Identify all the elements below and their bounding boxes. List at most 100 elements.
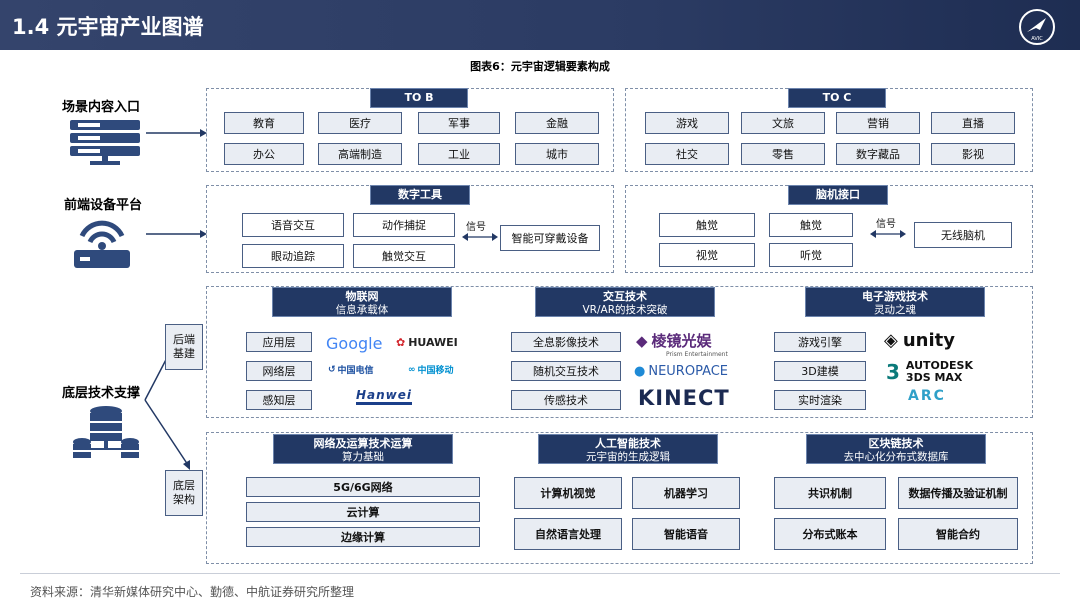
interaction-item: 传感技术	[511, 390, 621, 410]
blockchain-title: 区块链技术 去中心化分布式数据库	[806, 434, 986, 464]
iot-title-text: 物联网	[345, 290, 379, 303]
toc-item: 影视	[931, 143, 1015, 165]
mobile-text: 中国移动	[417, 366, 454, 376]
toc-item: 数字藏品	[836, 143, 920, 165]
tob-item: 医疗	[318, 112, 402, 134]
bci-item: 听觉	[769, 243, 853, 267]
bci-title: 脑机接口	[788, 185, 888, 205]
wearable-device: 智能可穿戴设备	[500, 225, 600, 251]
3dsmax-icon: 3	[886, 360, 900, 384]
network-item: 云计算	[246, 502, 480, 522]
ai-item: 自然语言处理	[514, 518, 622, 550]
blockchain-item: 共识机制	[774, 477, 886, 509]
avic-plane-logo-icon: AVIC	[1018, 8, 1056, 46]
database-icon	[72, 404, 140, 466]
mobile-knot-icon: ∞	[408, 364, 416, 375]
china-telecom-logo: ↺中国电信	[328, 363, 374, 377]
telecom-text: 中国电信	[337, 366, 374, 376]
figure-title: 图表6：元宇宙逻辑要素构成	[470, 60, 610, 73]
network-item: 5G/6G网络	[246, 477, 480, 497]
game-item: 实时渲染	[774, 390, 866, 410]
bci-item: 触觉	[659, 213, 755, 237]
tob-item: 办公	[224, 143, 304, 165]
ai-title: 人工智能技术 元宇宙的生成逻辑	[538, 434, 718, 464]
tob-item: 城市	[515, 143, 599, 165]
tob-item: 军事	[418, 112, 500, 134]
digital-tool-item: 动作捕捉	[353, 213, 455, 237]
tob-item: 金融	[515, 112, 599, 134]
double-arrow-icon	[462, 233, 498, 241]
unity-logo: ◈unity	[884, 330, 955, 351]
page-title: 1.4 元宇宙产业图谱	[12, 15, 204, 39]
header-bar	[0, 0, 1080, 50]
google-logo: Google	[326, 334, 382, 353]
toc-item: 社交	[645, 143, 729, 165]
huawei-logo: ✿HUAWEI	[396, 336, 458, 349]
prism-subtext: Prism Entertainment	[666, 351, 728, 358]
interaction-item: 全息影像技术	[511, 332, 621, 352]
backend-tag: 后端 基建	[165, 324, 203, 370]
bci-item: 视觉	[659, 243, 755, 267]
svg-text:AVIC: AVIC	[1031, 36, 1043, 42]
game-item: 游戏引擎	[774, 332, 866, 352]
source-note: 资料来源：清华新媒体研究中心、勤德、中航证券研究所整理	[30, 585, 355, 599]
tob-item: 教育	[224, 112, 304, 134]
iot-layer: 网络层	[246, 361, 312, 381]
blockchain-item: 智能合约	[898, 518, 1018, 550]
unity-text: unity	[902, 330, 955, 351]
blockchain-title-text: 区块链技术	[868, 437, 924, 450]
game-subtitle: 灵动之魂	[874, 303, 916, 316]
backend-box	[206, 286, 1033, 418]
tob-item: 高端制造	[318, 143, 402, 165]
interaction-title-text: 交互技术	[603, 290, 647, 303]
3dsmax-text: 3DS MAX	[905, 371, 963, 384]
blockchain-subtitle: 去中心化分布式数据库	[843, 450, 949, 463]
footer-divider	[20, 573, 1060, 574]
google-text: Google	[326, 334, 383, 353]
interaction-title: 交互技术 VR/AR的技术突破	[535, 287, 715, 317]
ai-subtitle: 元宇宙的生成逻辑	[586, 450, 670, 463]
digital-tool-item: 语音交互	[242, 213, 344, 237]
digital-signal-label: 信号	[466, 222, 486, 233]
hanwei-text: Hanwei	[356, 388, 413, 402]
unity-cube-icon: ◈	[884, 330, 898, 351]
tob-item: 工业	[418, 143, 500, 165]
server-icon	[70, 118, 144, 170]
iot-subtitle: 信息承载体	[335, 303, 389, 316]
iot-title: 物联网 信息承载体	[272, 287, 452, 317]
toc-item: 文旅	[741, 112, 825, 134]
neuropace-logo: ●NEUROPACE	[634, 364, 728, 379]
base-label: 底层技术支撑	[62, 386, 141, 401]
toc-title: TO C	[788, 88, 886, 108]
ai-item: 机器学习	[632, 477, 740, 509]
ai-item: 智能语音	[632, 518, 740, 550]
bci-signal-label: 信号	[876, 219, 896, 230]
game-title-text: 电子游戏技术	[862, 290, 928, 303]
interaction-subtitle: VR/AR的技术突破	[582, 303, 668, 316]
game-item: 3D建模	[774, 361, 866, 381]
huawei-flower-icon: ✿	[396, 336, 406, 349]
network-title-text: 网络及运算技术运算	[313, 437, 413, 450]
scene-label: 场景内容入口	[62, 100, 141, 115]
digital-tool-item: 触觉交互	[353, 244, 455, 268]
iot-layer: 感知层	[246, 390, 312, 410]
game-title: 电子游戏技术 灵动之魂	[805, 287, 985, 317]
tob-title: TO B	[370, 88, 468, 108]
wireless-bci: 无线脑机	[914, 222, 1012, 248]
network-item: 边缘计算	[246, 527, 480, 547]
network-subtitle: 算力基础	[342, 450, 384, 463]
architecture-box	[206, 432, 1033, 564]
arch-tag: 底层 架构	[165, 470, 203, 516]
neuropace-text: NEUROPACE	[648, 364, 729, 379]
toc-item: 直播	[931, 112, 1015, 134]
double-arrow-icon	[870, 230, 906, 238]
interaction-item: 随机交互技术	[511, 361, 621, 381]
kinect-text: KINECT	[638, 386, 730, 410]
neuropace-icon: ●	[634, 364, 646, 379]
prism-icon: ◆	[636, 331, 648, 350]
network-title: 网络及运算技术运算 算力基础	[273, 434, 453, 464]
iot-layer: 应用层	[246, 332, 312, 352]
prism-text: 棱镜光娱	[651, 332, 712, 350]
ai-item: 计算机视觉	[514, 477, 622, 509]
toc-item: 营销	[836, 112, 920, 134]
